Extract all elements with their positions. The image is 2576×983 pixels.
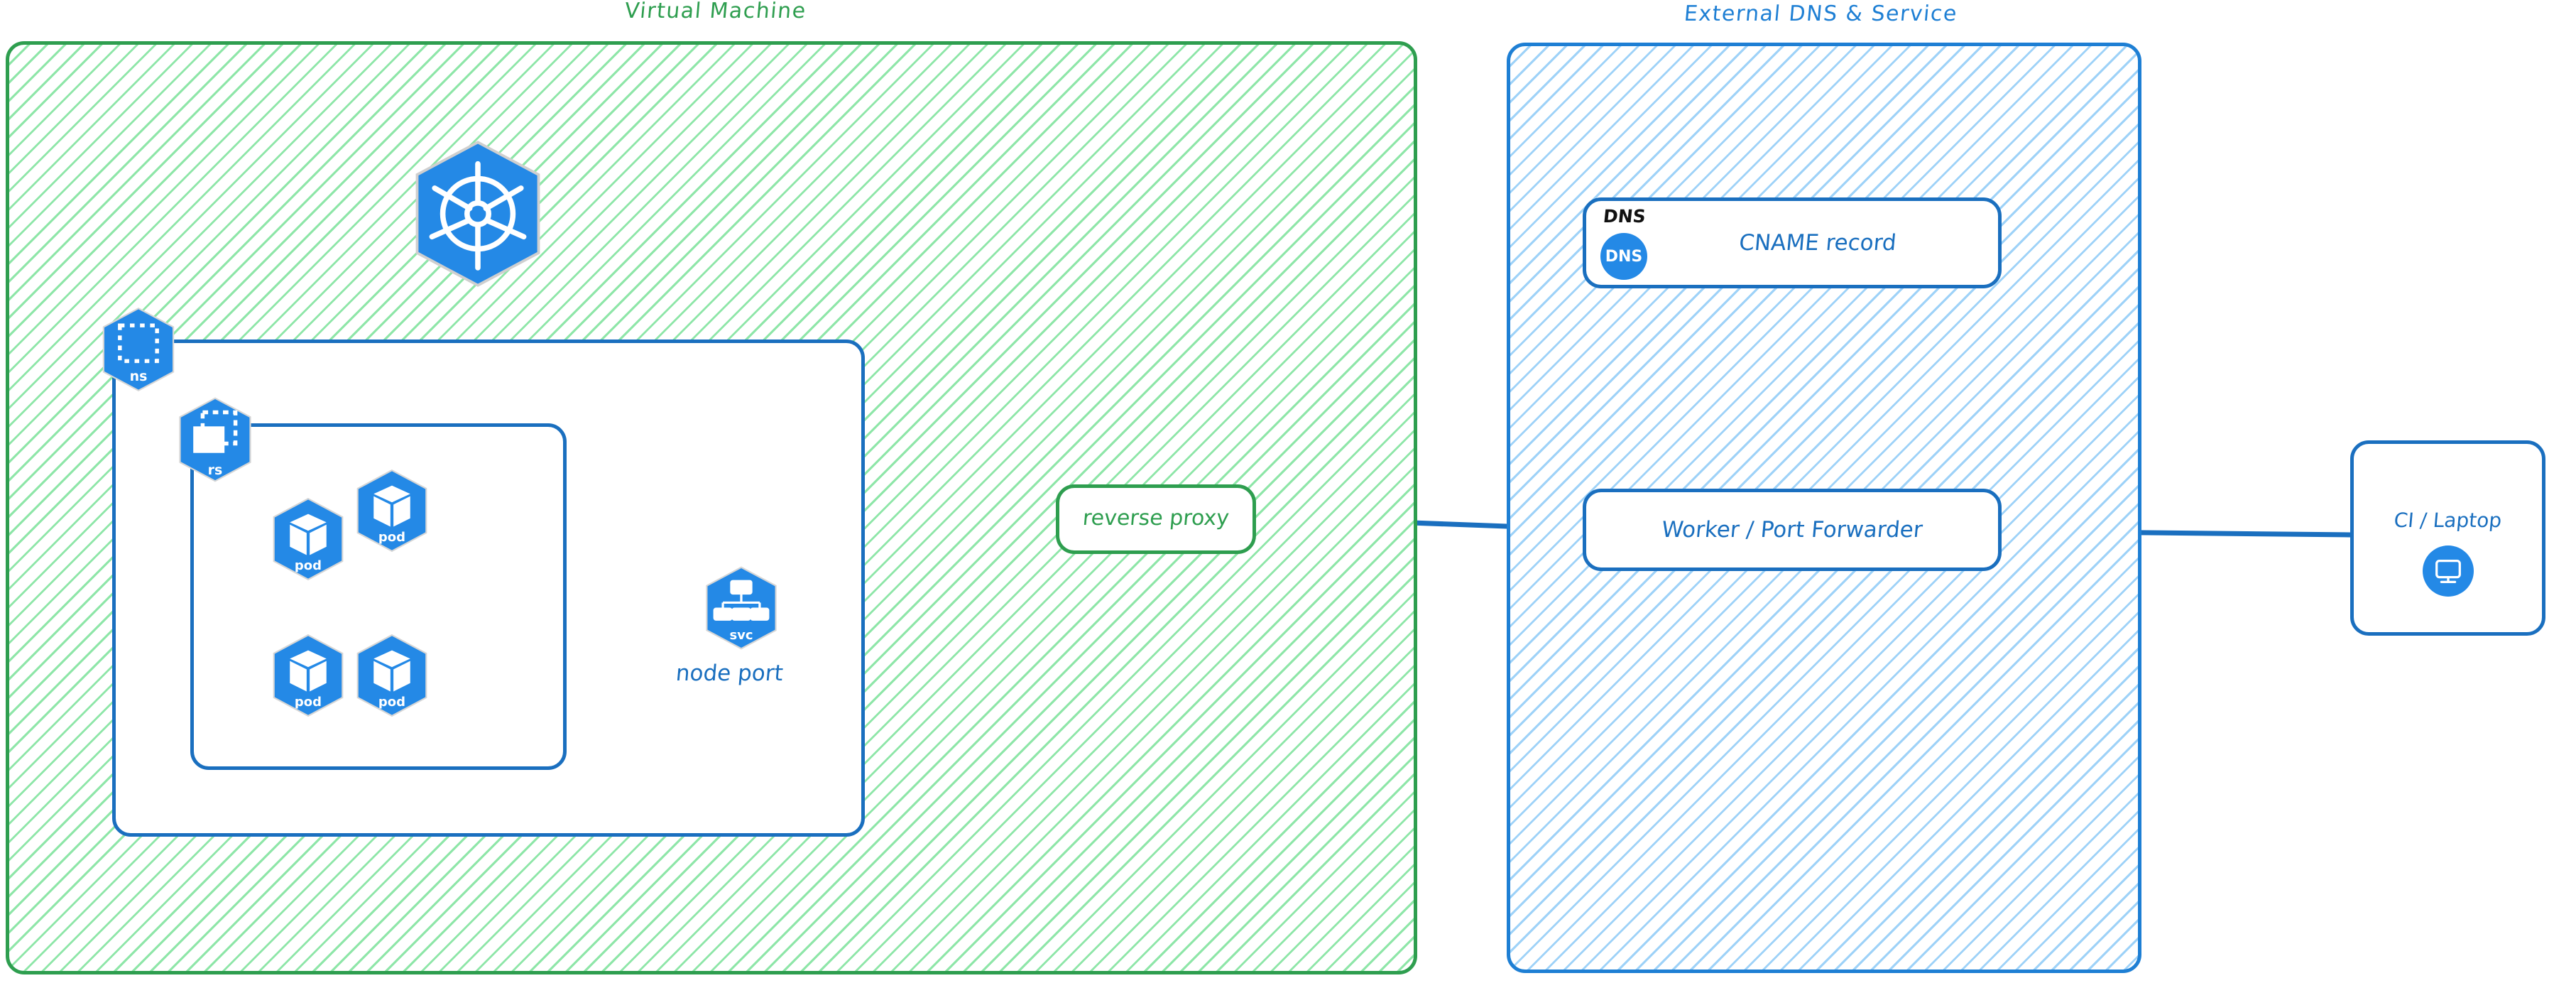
pod-icon-4: pod <box>354 634 430 717</box>
dns-card[interactable] <box>1583 197 2002 288</box>
reverse-proxy-box[interactable] <box>1056 484 1256 554</box>
pod-icon-1: pod <box>270 497 346 581</box>
ci-laptop-label: CI / Laptop <box>2393 509 2503 532</box>
worker-port-forwarder-label: Worker / Port Forwarder <box>1660 517 1924 543</box>
cname-record-label: CNAME record <box>1737 230 1898 256</box>
pod-icon-2: pod <box>354 469 430 553</box>
worker-port-forwarder-box[interactable] <box>1583 489 2002 571</box>
desktop-monitor-icon <box>2423 545 2474 597</box>
dns-card-tag: DNS <box>1602 206 1647 227</box>
dns-group-title: External DNS & Service <box>1683 1 1959 26</box>
ci-laptop-box[interactable] <box>2350 440 2545 636</box>
kubernetes-logo <box>410 139 545 288</box>
service-icon: svc <box>703 565 780 651</box>
namespace-icon: ns <box>99 307 178 392</box>
dns-chip-icon: DNS <box>1600 233 1647 280</box>
reverse-proxy-label: reverse proxy <box>1081 506 1230 531</box>
node-port-caption: node port <box>675 661 785 686</box>
vm-group-title: Virtual Machine <box>623 0 808 23</box>
replicaset-icon: rs <box>176 396 254 483</box>
pod-icon-3: pod <box>270 634 346 717</box>
